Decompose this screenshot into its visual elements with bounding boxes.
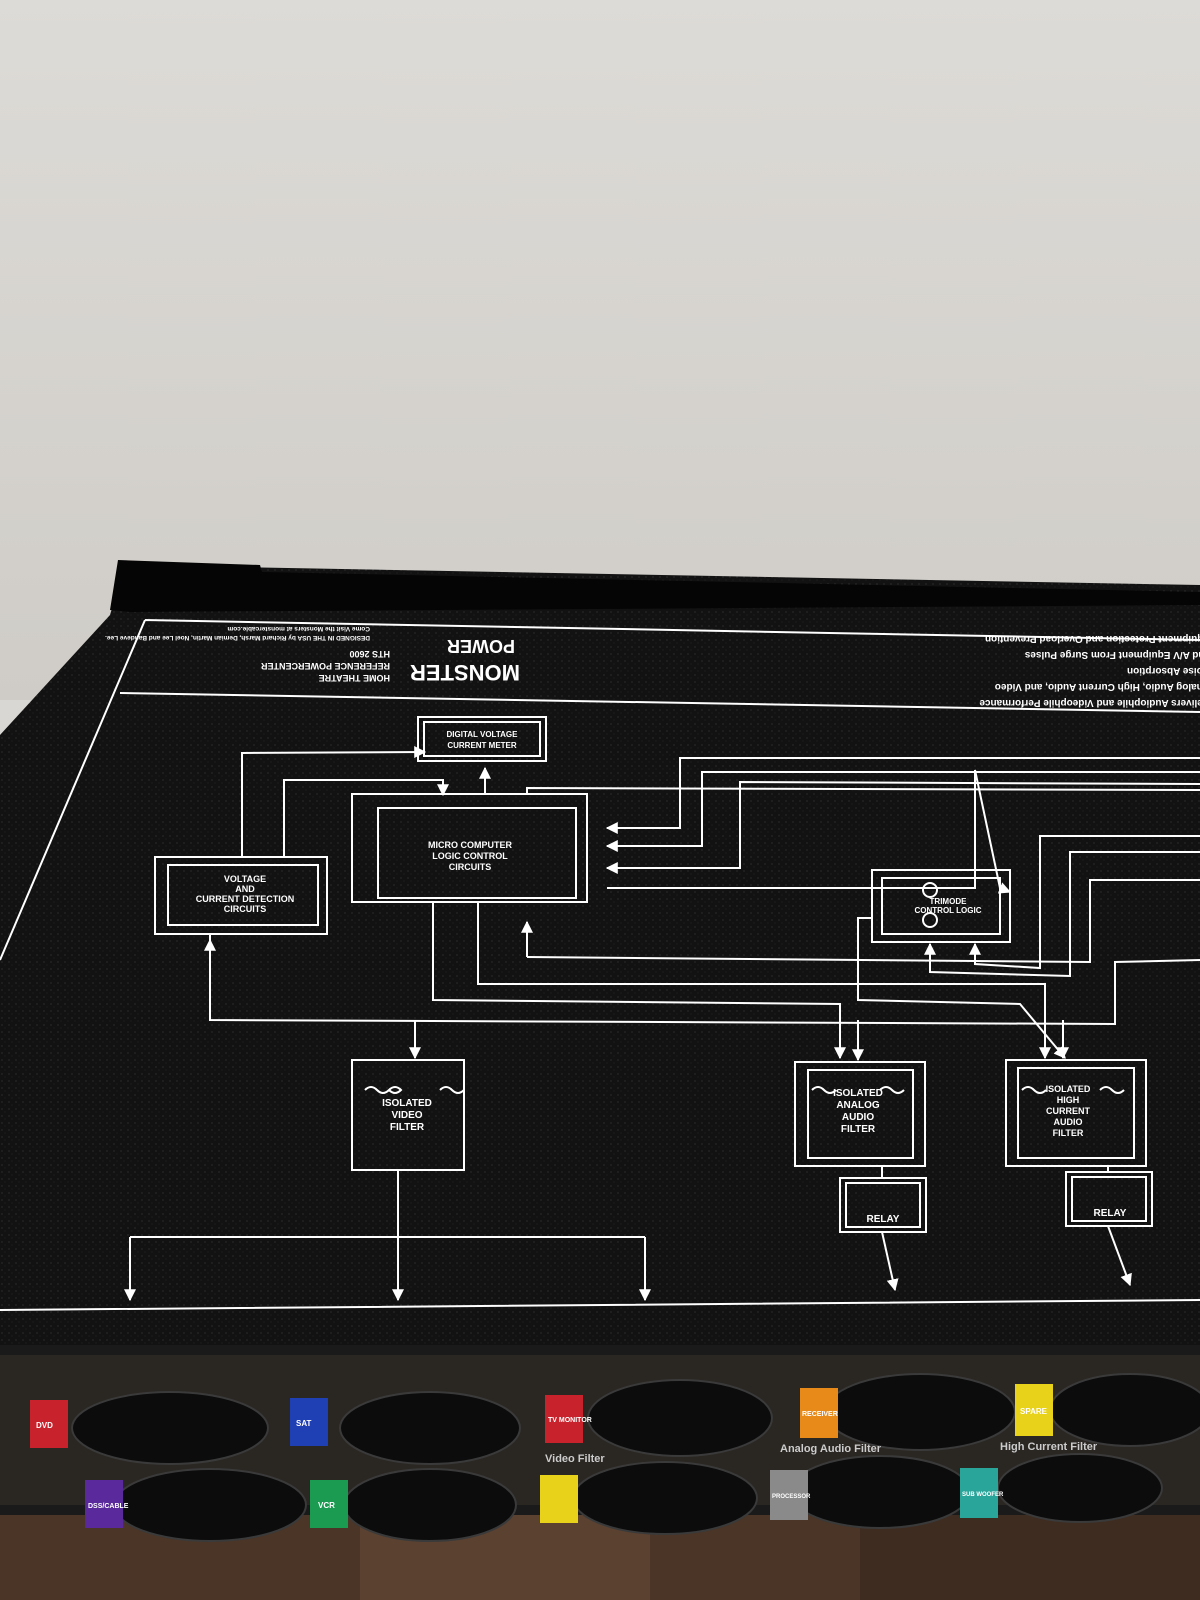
feature-1: Delivers Audiophile and Videophile Perfo… [979, 697, 1200, 708]
analog-filter-label-3: AUDIO [842, 1112, 874, 1123]
model-line2: REFERENCE POWERCENTER [260, 661, 390, 671]
device-rear-edge [110, 560, 1200, 612]
video-filter-label-2: VIDEO [391, 1110, 422, 1121]
feature-2: Analog Audio, High Current Audio, and Vi… [995, 681, 1200, 692]
outlet-label-tv: TV MONITOR [548, 1417, 592, 1424]
outlet-label-processor: PROCESSOR [772, 1494, 811, 1500]
brand-line1: MONSTER [410, 660, 520, 685]
voltage-label-4: CIRCUITS [224, 904, 267, 914]
relay-label-1: RELAY [867, 1214, 900, 1225]
outlet-label-vcr: VCR [318, 1501, 335, 1510]
outlet-label-receiver: RECEIVER [802, 1411, 838, 1418]
digital-meter-label-1: DIGITAL VOLTAGE [447, 730, 519, 739]
analog-filter-label-1: ISOLATED [833, 1088, 883, 1099]
voltage-label-3: CURRENT DETECTION [196, 894, 295, 904]
micro-computer-box [351, 793, 588, 903]
outlet-strip [30, 1373, 1200, 1542]
analog-filter-box [794, 1061, 926, 1167]
credit-line1: DESIGNED IN THE USA by Richard Marsh, De… [105, 634, 370, 641]
panel-border [0, 619, 1200, 1311]
block-diagram [124, 716, 1200, 1302]
micro-label-3: CIRCUITS [449, 862, 492, 872]
micro-label-1: MICRO COMPUTER [428, 840, 512, 850]
zone-label-analog: Analog Audio Filter [780, 1443, 882, 1455]
device-top-panel [0, 565, 1200, 1345]
header-divider [119, 692, 1200, 713]
trimode-box [871, 869, 1011, 943]
outlet-label-sat: SAT [296, 1419, 312, 1428]
feature-4: and A/V Equipment From Surge Pulses [1024, 649, 1200, 660]
trimode-label-2: CONTROL LOGIC [915, 906, 982, 915]
model-line1: HOME THEATRE [319, 673, 390, 683]
outlet-label-dvd: DVD [36, 1421, 53, 1430]
hc-filter-label-1: ISOLATED [1046, 1084, 1091, 1094]
hc-filter-label-3: CURRENT [1046, 1106, 1091, 1116]
feature-5: Equipment Protection and Overload Preven… [985, 633, 1200, 644]
outlet-label-dss: DSS/CABLE [88, 1503, 129, 1510]
brand-line2: POWER [447, 636, 515, 656]
digital-meter-label-2: CURRENT METER [447, 741, 517, 750]
zone-label-video: Video Filter [545, 1453, 605, 1465]
feature-3: Noise Absorption [1127, 665, 1200, 676]
hc-filter-label-2: HIGH [1057, 1095, 1080, 1105]
hc-filter-box [1005, 1059, 1147, 1167]
digital-meter-box [417, 716, 547, 762]
voltage-label-1: VOLTAGE [224, 874, 266, 884]
trimode-label-1: TRIMODE [930, 897, 968, 906]
video-filter-box [351, 1059, 465, 1171]
outlet-label-spare: SPARE [1020, 1407, 1048, 1416]
micro-label-2: LOGIC CONTROL [432, 851, 508, 861]
hc-filter-label-5: FILTER [1053, 1128, 1084, 1138]
hc-filter-label-4: AUDIO [1054, 1117, 1083, 1127]
zone-label-hc: High Current Filter [1000, 1441, 1098, 1453]
credit-line2: Come Visit the Monsters at monstercable.… [227, 625, 370, 632]
outlet-label-subwoofer: SUB WOOFER [962, 1492, 1004, 1498]
video-filter-label-3: FILTER [390, 1122, 425, 1133]
model-code: HTS 2600 [349, 649, 390, 659]
voltage-label-2: AND [235, 884, 255, 894]
video-filter-label-1: ISOLATED [382, 1098, 432, 1109]
analog-filter-label-4: FILTER [841, 1124, 876, 1135]
analog-filter-label-2: ANALOG [836, 1100, 880, 1111]
relay-label-2: RELAY [1094, 1208, 1127, 1219]
